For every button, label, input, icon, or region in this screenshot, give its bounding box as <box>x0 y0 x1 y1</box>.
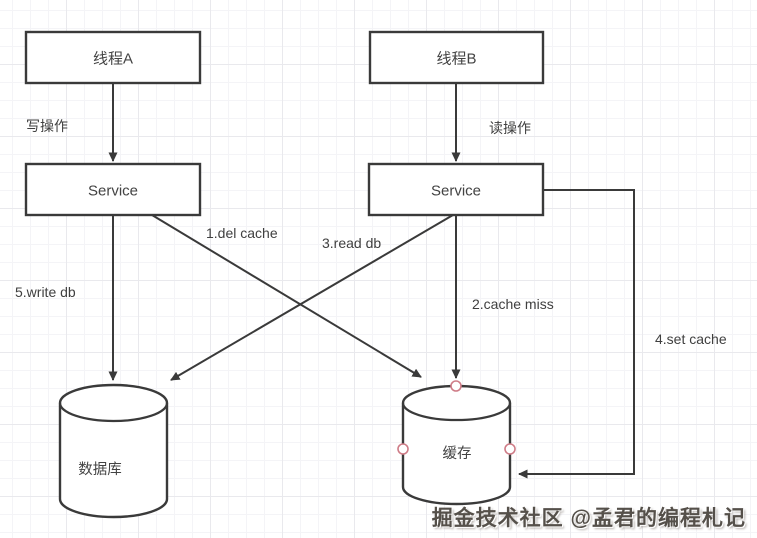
edge-label-read-op: 读操作 <box>489 120 531 136</box>
edge-label-del-cache: 1.del cache <box>206 225 278 241</box>
node-service-left <box>24 162 202 217</box>
edge-read-db <box>170 214 454 381</box>
node-thread-a <box>24 30 202 85</box>
edge-label-write-db: 5.write db <box>15 284 76 300</box>
node-thread-b-label: 线程B <box>436 51 476 68</box>
node-thread-b <box>368 30 545 85</box>
node-service-left-label: Service <box>88 183 138 200</box>
node-thread-a-label: 线程A <box>93 51 133 68</box>
node-service-right-label: Service <box>431 183 481 200</box>
edge-label-cache-miss: 2.cache miss <box>472 296 554 312</box>
edge-label-set-cache: 4.set cache <box>655 331 727 347</box>
watermark: 掘金技术社区 @孟君的编程札记 <box>431 507 746 530</box>
edge-del-cache <box>151 214 422 378</box>
node-database-cylinder: 数据库 <box>58 383 169 519</box>
edge-set-cache <box>518 189 635 479</box>
node-cache-label: 缓存 <box>443 445 472 462</box>
connection-point-cache-right <box>504 443 516 455</box>
edge-label-write-op: 写操作 <box>26 118 68 134</box>
node-database-label: 数据库 <box>78 461 122 478</box>
node-cache-cylinder: 缓存 <box>401 384 512 506</box>
node-service-right <box>367 162 545 217</box>
edge-label-read-db: 3.read db <box>322 235 381 251</box>
connection-point-cache-top <box>450 380 462 392</box>
connection-point-cache-left <box>397 443 409 455</box>
